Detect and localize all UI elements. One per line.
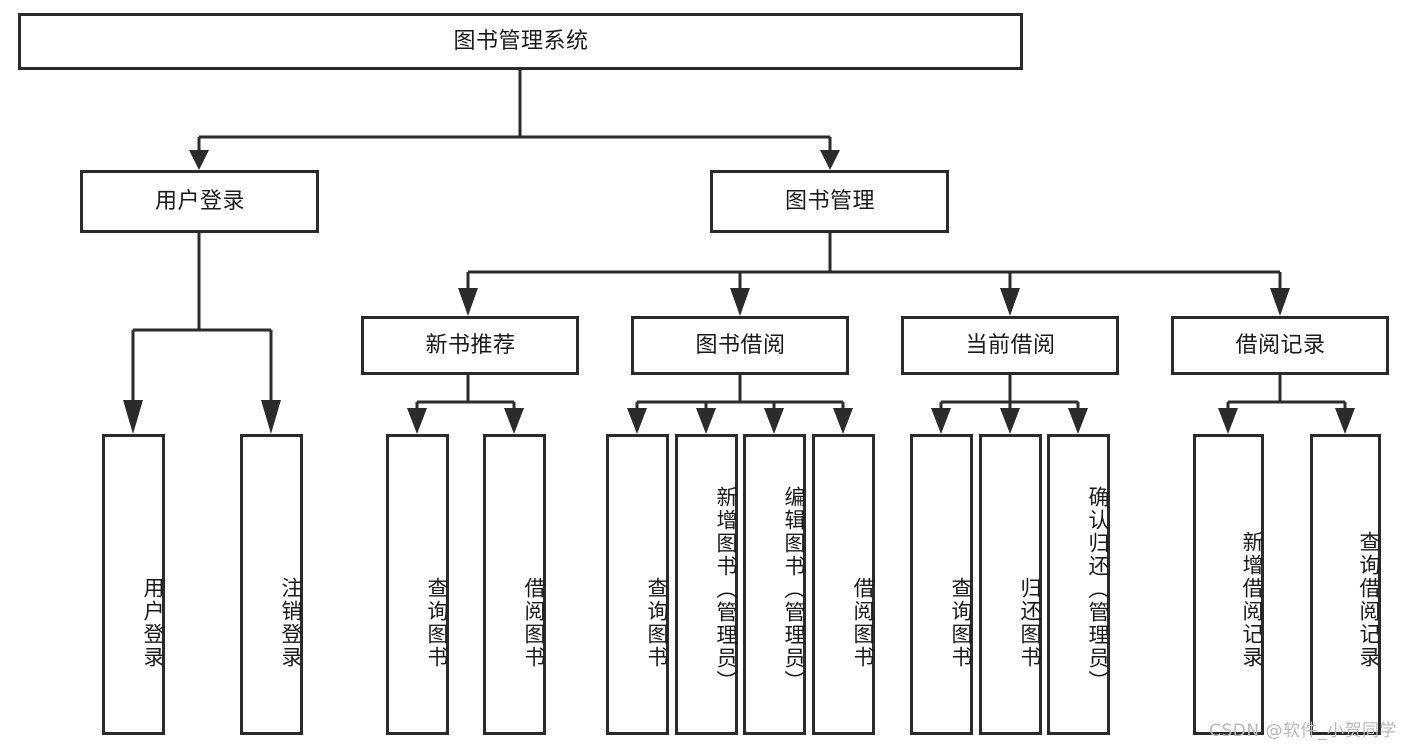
node-leaf-query-record-box[interactable] — [1310, 434, 1381, 735]
arrow-head-user-login — [189, 150, 209, 170]
arrow-head-leaf-add-record — [1218, 408, 1238, 434]
arrow-head-leaf-query-book-1 — [407, 408, 427, 434]
node-leaf-edit-book-box[interactable] — [743, 434, 806, 735]
node-leaf-borrow-book-2-box[interactable] — [812, 434, 875, 735]
node-user-login-box[interactable] — [80, 170, 319, 233]
arrow-head-leaf-return-book — [1000, 408, 1020, 434]
arrow-head-new-book-rec — [458, 288, 478, 316]
arrow-head-current-borrow — [1000, 288, 1020, 316]
arrow-head-book-manage — [820, 150, 840, 170]
node-leaf-return-book-box[interactable] — [979, 434, 1042, 735]
node-leaf-add-record-box[interactable] — [1193, 434, 1264, 735]
node-current-borrow-box[interactable] — [901, 316, 1119, 375]
arrow-head-leaf-user-login — [123, 400, 143, 434]
arrow-head-leaf-add-book — [696, 408, 716, 434]
arrow-head-leaf-borrow-book-1 — [504, 408, 524, 434]
arrow-head-leaf-borrow-book-2 — [833, 408, 853, 434]
arrow-head-leaf-query-book-3 — [931, 408, 951, 434]
node-new-book-rec-box[interactable] — [361, 316, 579, 375]
node-leaf-logout-box[interactable] — [240, 434, 303, 735]
node-leaf-confirm-return-box[interactable] — [1047, 434, 1110, 735]
arrow-head-leaf-confirm-return — [1068, 408, 1088, 434]
arrow-head-book-borrow — [730, 288, 750, 316]
arrow-head-borrow-record — [1270, 288, 1290, 316]
watermark-text: CSDN @软件_小贺同学 — [1209, 721, 1397, 741]
node-leaf-query-book-2-box[interactable] — [606, 434, 669, 735]
arrow-head-leaf-query-book-2 — [627, 408, 647, 434]
node-root-box[interactable] — [18, 13, 1023, 70]
node-book-borrow-box[interactable] — [631, 316, 849, 375]
node-borrow-record-box[interactable] — [1171, 316, 1389, 375]
node-leaf-query-book-1-box[interactable] — [386, 434, 449, 735]
node-leaf-add-book-box[interactable] — [675, 434, 738, 735]
arrow-head-leaf-logout — [261, 400, 281, 434]
node-leaf-query-book-3-box[interactable] — [910, 434, 973, 735]
node-leaf-user-login-box[interactable] — [102, 434, 165, 735]
arrow-head-leaf-query-record — [1335, 408, 1355, 434]
node-book-manage-box[interactable] — [710, 170, 949, 233]
arrow-head-leaf-edit-book — [764, 408, 784, 434]
node-leaf-borrow-book-1-box[interactable] — [483, 434, 546, 735]
